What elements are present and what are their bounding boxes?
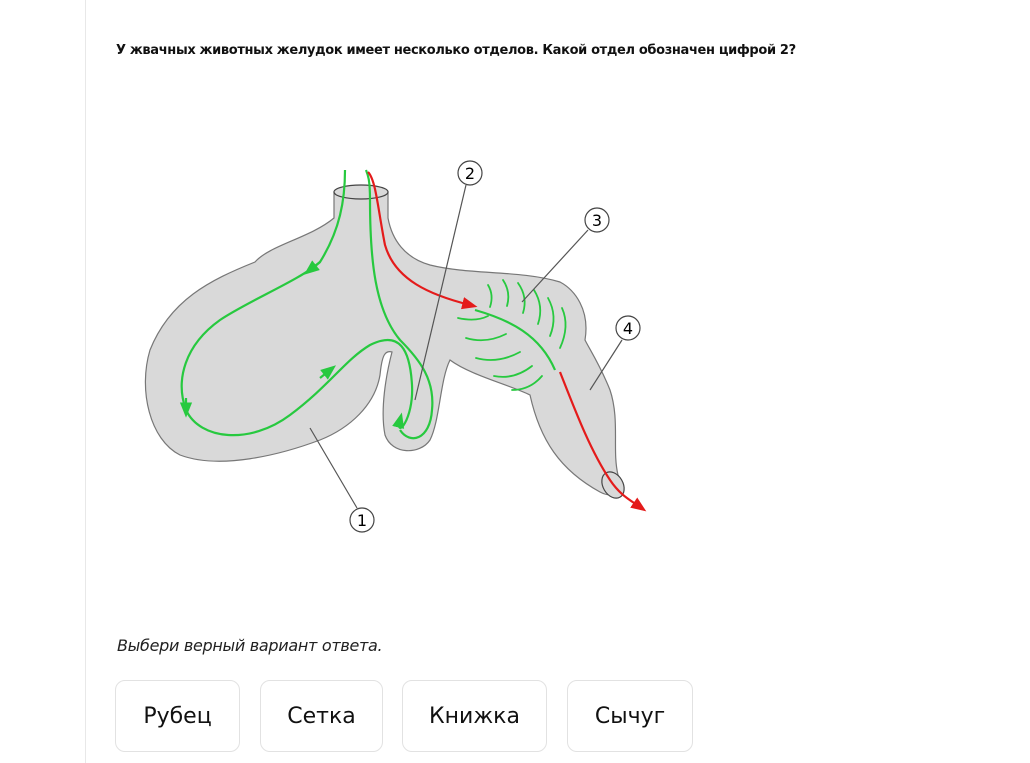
page-left-divider xyxy=(85,0,86,763)
label-4-marker: 4 xyxy=(615,315,641,341)
label-2: 2 xyxy=(465,164,475,183)
stomach-body-shape xyxy=(144,191,621,496)
option-sychug-button[interactable]: Сычуг xyxy=(567,680,693,752)
instruction-text: Выбери верный вариант ответа. xyxy=(117,636,383,655)
red-food-path-lower xyxy=(558,371,647,512)
red-food-path-upper xyxy=(367,171,478,310)
esophagus-opening xyxy=(333,184,389,200)
label-1-marker: 1 xyxy=(349,507,375,533)
label-3-marker: 3 xyxy=(584,207,610,233)
green-food-path-omasum xyxy=(474,308,557,371)
label-3: 3 xyxy=(592,211,602,230)
green-food-path-return xyxy=(364,169,434,440)
omasum-folds xyxy=(457,279,567,391)
label-1: 1 xyxy=(357,511,367,530)
option-rubets-button[interactable]: Рубец xyxy=(115,680,240,752)
leader-lines xyxy=(309,184,623,509)
option-setka-button[interactable]: Сетка xyxy=(260,680,383,752)
question-text: У жвачных животных желудок имеет несколь… xyxy=(116,43,796,58)
answer-options: Рубец Сетка Книжка Сычуг xyxy=(115,680,713,752)
label-4: 4 xyxy=(623,319,633,338)
green-arrow-3 xyxy=(319,365,337,380)
option-knizhka-button[interactable]: Книжка xyxy=(402,680,547,752)
label-2-marker: 2 xyxy=(457,160,483,186)
green-arrow-1 xyxy=(303,260,321,275)
